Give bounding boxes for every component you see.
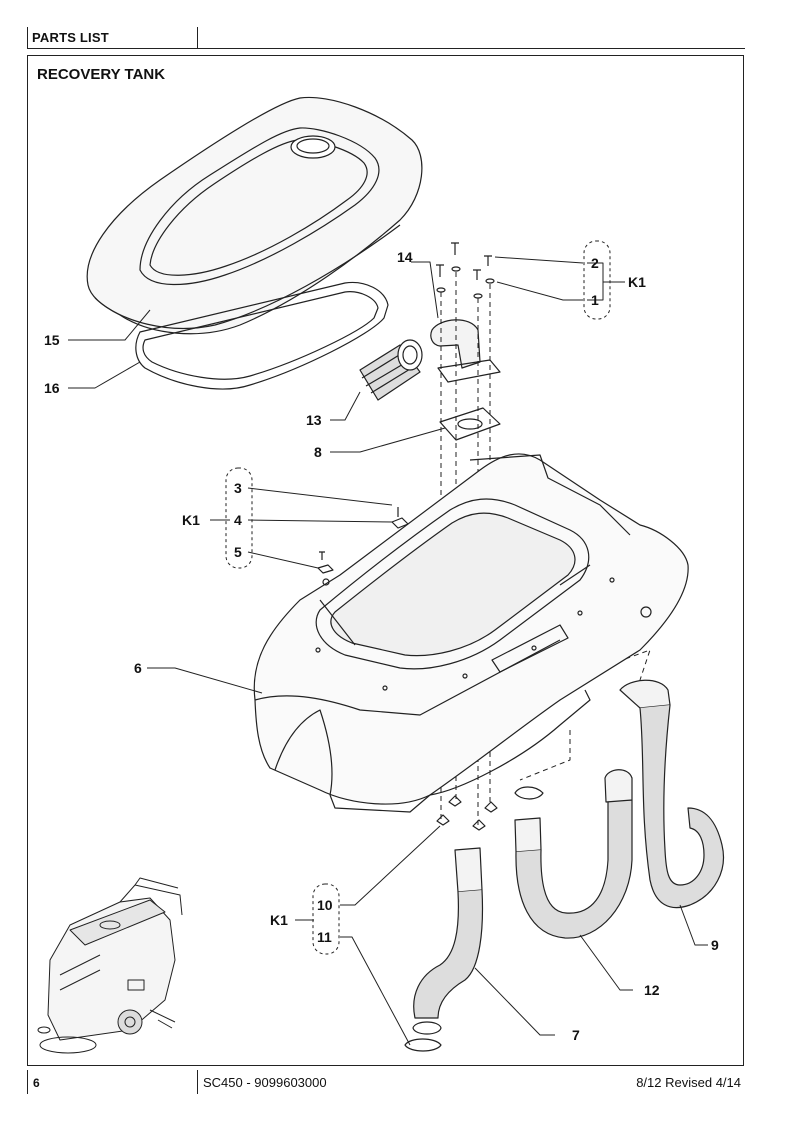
- callout-3: 3: [234, 480, 242, 496]
- callout-10: 10: [317, 897, 333, 913]
- page-title: RECOVERY TANK: [37, 66, 166, 83]
- machine-thumbnail: [37, 877, 183, 1054]
- callout-16: 16: [44, 380, 60, 396]
- kit-label-top: K1: [628, 274, 646, 290]
- filter-basket: [359, 339, 423, 401]
- callout-1: 1: [591, 292, 599, 308]
- mount-plate: [439, 407, 501, 441]
- elbow-fitting: [430, 319, 501, 383]
- screw-set: [436, 242, 495, 299]
- header-divider: [197, 27, 198, 48]
- section-label: PARTS LIST: [32, 30, 109, 45]
- page-footer: 6 SC450 - 9099603000 8/12 Revised 4/14: [27, 1070, 745, 1094]
- page-header: PARTS LIST: [27, 27, 745, 49]
- u-hose: [514, 769, 633, 939]
- callout-2: 2: [591, 255, 599, 271]
- header-rule: [27, 48, 745, 49]
- footer-divider: [197, 1070, 198, 1094]
- kit-label-mid: K1: [182, 512, 200, 528]
- revision-date: 8/12 Revised 4/14: [636, 1075, 741, 1090]
- callout-15: 15: [44, 332, 60, 348]
- model-number: SC450 - 9099603000: [203, 1075, 327, 1090]
- callout-4: 4: [234, 512, 242, 528]
- callout-5: 5: [234, 544, 242, 560]
- callout-11: 11: [317, 929, 332, 945]
- bottom-fasteners: [436, 786, 544, 831]
- tank-cover: [86, 96, 423, 335]
- callout-7: 7: [572, 1027, 580, 1043]
- leader-lines: [68, 256, 708, 1046]
- vacuum-hose: [619, 679, 724, 909]
- kit-brackets: [225, 240, 611, 955]
- callout-6: 6: [134, 660, 142, 676]
- callout-8: 8: [314, 444, 322, 460]
- latch-parts: [317, 507, 409, 586]
- callout-labels: 15 16 13 8 14 2 1 K1 3 4 5 K1 6 10 11 K1…: [44, 249, 719, 1043]
- footer-left-rule: [27, 1070, 28, 1094]
- header-left-rule: [27, 27, 28, 48]
- callout-13: 13: [306, 412, 322, 428]
- callout-14: 14: [397, 249, 413, 265]
- kit-label-bottom: K1: [270, 912, 288, 928]
- cover-gasket: [135, 281, 389, 390]
- page-number: 6: [33, 1076, 40, 1090]
- tank-body: [253, 453, 689, 813]
- callout-9: 9: [711, 937, 719, 953]
- drain-hose: [404, 847, 484, 1052]
- diagram-frame: [27, 55, 744, 1066]
- callout-12: 12: [644, 982, 660, 998]
